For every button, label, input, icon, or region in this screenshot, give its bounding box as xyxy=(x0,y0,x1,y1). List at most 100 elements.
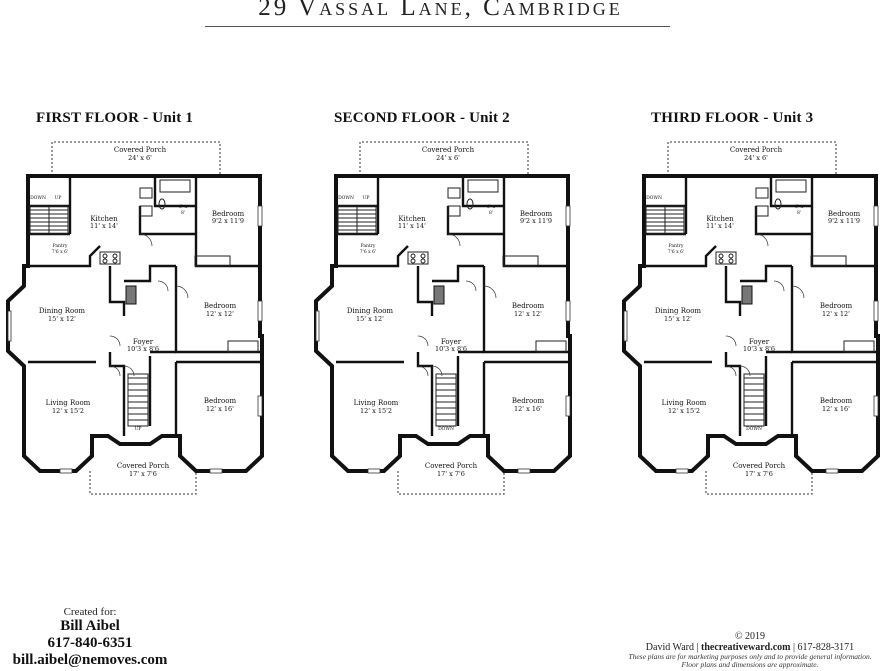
room-dimension-living: 12' x 15'2 xyxy=(52,407,84,415)
room-dimension-pantry: 7'6 x 6' xyxy=(52,249,68,255)
door-swing xyxy=(417,335,429,347)
room-dimension-bath: 8' xyxy=(489,210,493,216)
window xyxy=(59,468,73,474)
interior-wall xyxy=(416,352,434,436)
door-swing xyxy=(109,365,121,377)
toilet-icon xyxy=(774,198,782,210)
interior-wall xyxy=(138,206,196,236)
stove-icon xyxy=(407,251,429,265)
stair-label-lower: DOWN xyxy=(746,426,762,432)
bathtub-icon xyxy=(467,179,499,193)
burner-icon xyxy=(112,258,118,264)
door-swing xyxy=(175,285,189,299)
room-label-living: Living Room xyxy=(46,399,91,407)
room-dimension-dining: 15' x 12' xyxy=(356,315,384,323)
chimney xyxy=(741,285,753,305)
door-swing xyxy=(417,365,429,377)
interior-wall xyxy=(194,234,260,268)
room-dimension-living: 12' x 15'2 xyxy=(668,407,700,415)
window xyxy=(257,205,263,227)
room-dimension-bath: 8' xyxy=(797,210,801,216)
interior-wall xyxy=(108,266,126,316)
room-dimension-dining: 15' x 12' xyxy=(48,315,76,323)
toilet-icon xyxy=(158,198,166,210)
interior-wall xyxy=(446,206,504,236)
burner-icon xyxy=(718,258,724,264)
burner-icon xyxy=(728,258,734,264)
window xyxy=(257,300,263,322)
burner-icon xyxy=(410,258,416,264)
stove-icon xyxy=(715,251,737,265)
interior-wall xyxy=(502,234,568,268)
room-dimension-living: 12' x 15'2 xyxy=(360,407,392,415)
interior-wall xyxy=(724,266,742,316)
room-label-living: Living Room xyxy=(662,399,707,407)
room-dimension-covered-porch-bottom: 17' x 7'6 xyxy=(745,470,773,478)
interior-wall xyxy=(332,245,409,268)
stair-label-down: DOWN xyxy=(30,195,46,201)
room-dimension-dining: 15' x 12' xyxy=(664,315,692,323)
floor-1-heading: FIRST FLOOR - Unit 1 xyxy=(36,110,194,126)
room-dimension-covered-porch-top: 24' x 6' xyxy=(436,154,460,162)
stair-label-lower: UP xyxy=(135,426,142,432)
interior-wall xyxy=(108,352,126,436)
designer-phone: 617-828-3171 xyxy=(797,642,855,653)
room-dimension-covered-porch-bottom: 17' x 7'6 xyxy=(129,470,157,478)
chimney xyxy=(125,285,137,305)
room-label-covered-porch-bottom: Covered Porch xyxy=(425,462,478,470)
door-swing xyxy=(725,365,737,377)
window xyxy=(873,300,879,322)
room-label-dining: Dining Room xyxy=(655,307,702,315)
room-dimension-bath: 6' x xyxy=(795,204,804,210)
agent-email: bill.aibel@nemoves.com xyxy=(12,652,168,668)
sink-icon xyxy=(447,187,461,199)
window xyxy=(565,395,571,417)
floor-3-heading: THIRD FLOOR - Unit 3 xyxy=(651,110,814,126)
door-swing xyxy=(791,285,805,299)
window xyxy=(517,468,531,474)
porch-outline-top xyxy=(667,141,837,176)
stairs-foyer xyxy=(435,373,457,427)
closet xyxy=(810,255,847,267)
room-label-bedroom-bottom: Bedroom xyxy=(820,397,853,405)
floor-2-heading: SECOND FLOOR - Unit 2 xyxy=(334,110,510,126)
room-dimension-covered-porch-top: 24' x 6' xyxy=(128,154,152,162)
interior-wall xyxy=(640,245,717,268)
burner-icon xyxy=(718,253,724,259)
exterior-wall xyxy=(622,174,880,473)
room-label-covered-porch-top: Covered Porch xyxy=(114,146,167,154)
door-swing xyxy=(465,280,477,292)
room-label-kitchen: Kitchen xyxy=(398,215,426,223)
disclaimer-line-2: Floor plans and dimensions are approxima… xyxy=(681,660,819,669)
interior-wall xyxy=(810,234,876,268)
burner-icon xyxy=(102,253,108,259)
interior-wall xyxy=(461,176,504,208)
interior-wall xyxy=(724,352,742,436)
title-underline xyxy=(205,26,670,27)
stair-label-up: UP xyxy=(363,195,370,201)
room-dimension-bedroom-mid: 12' x 12' xyxy=(514,310,542,318)
room-label-kitchen: Kitchen xyxy=(90,215,118,223)
room-label-pantry: Pantry xyxy=(53,243,68,249)
closet xyxy=(502,255,539,267)
door-swing xyxy=(773,280,785,292)
window xyxy=(565,205,571,227)
room-label-bedroom-top: Bedroom xyxy=(520,210,553,218)
closet xyxy=(194,255,231,267)
interior-wall xyxy=(769,176,812,208)
door-swing xyxy=(755,233,769,247)
room-label-foyer: Foyer xyxy=(441,338,462,346)
window xyxy=(565,300,571,322)
room-label-covered-porch-bottom: Covered Porch xyxy=(733,462,786,470)
sink-icon xyxy=(139,205,153,217)
room-dimension-kitchen: 11' x 14' xyxy=(398,222,426,230)
closet xyxy=(227,340,259,353)
disclaimer-line-1: These plans are for marketing purposes o… xyxy=(628,652,872,661)
stairs-foyer xyxy=(127,373,149,427)
designer-credit: © 2019 David Ward | thecreativeward.com … xyxy=(625,631,875,669)
closet xyxy=(843,340,875,353)
